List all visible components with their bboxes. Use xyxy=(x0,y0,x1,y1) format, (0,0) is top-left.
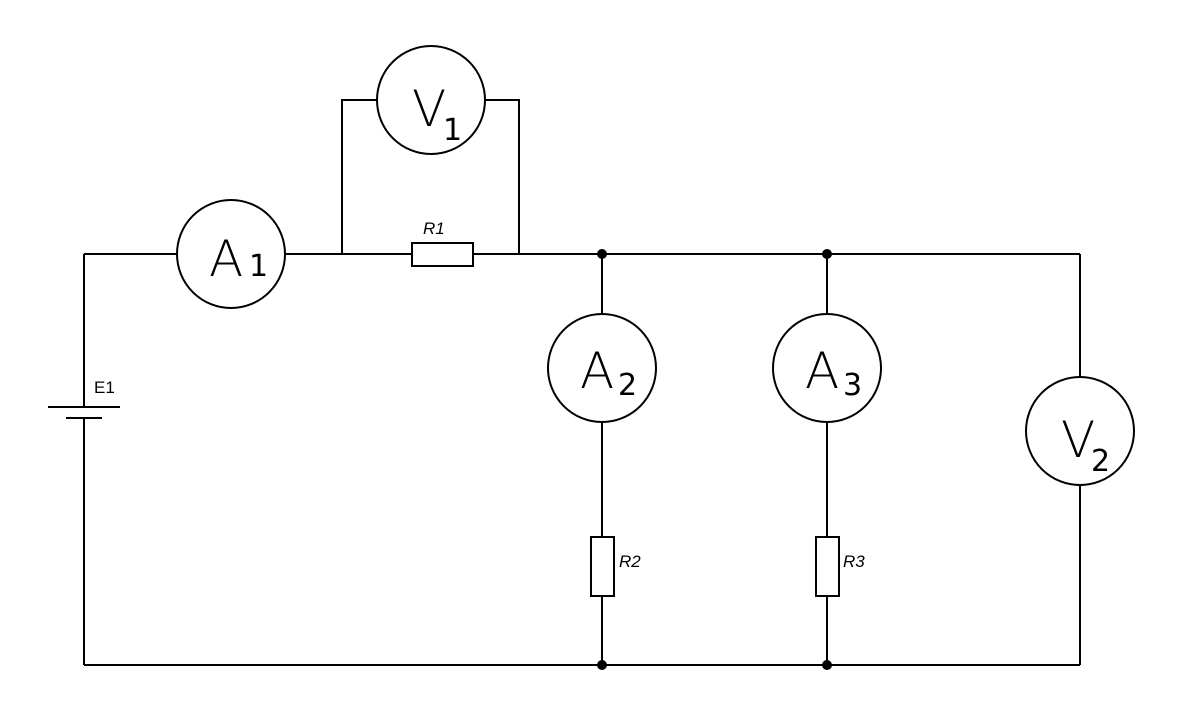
wire-v1-left xyxy=(341,99,377,254)
voltmeter-v1-circle xyxy=(376,45,486,155)
resistor-r3: R3 xyxy=(815,536,865,597)
ammeter-a3-letter: A xyxy=(805,342,839,400)
voltmeter-v2: V 2 xyxy=(1025,376,1135,486)
resistor-r2-label: R2 xyxy=(619,552,641,571)
resistor-r1: R1 xyxy=(411,219,474,267)
wires xyxy=(83,99,1081,666)
ammeter-a1: A 1 xyxy=(176,199,286,309)
ammeter-a2-index: 2 xyxy=(618,368,637,403)
ammeter-a1-circle xyxy=(176,199,286,309)
resistor-r2-body xyxy=(590,536,615,597)
battery-e1: E1 xyxy=(48,378,120,419)
ammeter-a1-letter: A xyxy=(209,230,243,288)
resistor-r3-body xyxy=(815,536,840,597)
junctions xyxy=(597,249,832,670)
ammeter-a2: A 2 xyxy=(547,313,657,423)
ammeter-a1-index: 1 xyxy=(249,249,268,284)
ammeter-a3-index: 3 xyxy=(843,368,862,403)
voltmeter-v1-index: 1 xyxy=(443,113,462,148)
battery-label: E1 xyxy=(94,378,115,397)
voltmeter-v2-letter: V xyxy=(1061,411,1095,469)
voltmeter-v2-index: 2 xyxy=(1091,444,1110,479)
ammeter-a3-circle xyxy=(772,313,882,423)
ammeter-a2-letter: A xyxy=(580,342,614,400)
ammeter-a2-circle xyxy=(547,313,657,423)
resistor-r2: R2 xyxy=(590,536,641,597)
voltmeter-v2-circle xyxy=(1025,376,1135,486)
voltmeter-v1: V 1 xyxy=(376,45,486,155)
resistor-r3-label: R3 xyxy=(843,552,865,571)
wire-v1-right xyxy=(485,99,520,254)
junction-dot xyxy=(822,660,832,670)
junction-dot xyxy=(822,249,832,259)
voltmeter-v1-letter: V xyxy=(412,80,446,138)
resistor-r1-label: R1 xyxy=(423,219,445,238)
resistor-r1-body xyxy=(411,242,474,267)
ammeter-a3: A 3 xyxy=(772,313,882,423)
junction-dot xyxy=(597,249,607,259)
junction-dot xyxy=(597,660,607,670)
